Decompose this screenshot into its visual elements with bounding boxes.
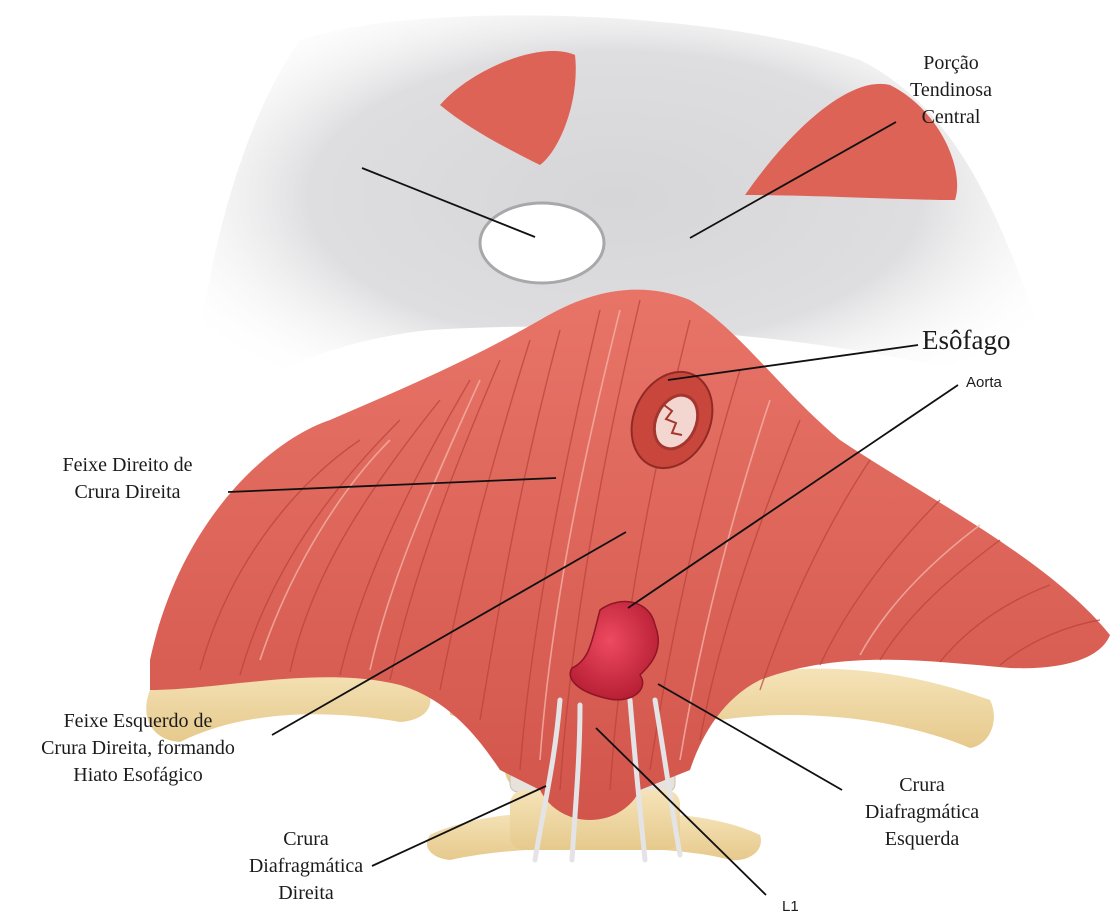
label-feixe-esquerdo: Feixe Esquerdo de Crura Direita, formand… — [2, 708, 274, 789]
label-crura-esquerda-line1: Crura — [842, 772, 1002, 799]
caval-foramen — [480, 203, 604, 283]
label-crura-esquerda: Crura Diafragmática Esquerda — [842, 772, 1002, 853]
label-feixe-esquerdo-line2: Crura Direita, formando — [2, 735, 274, 762]
label-aorta: Aorta — [966, 374, 1002, 392]
label-feixe-direito-line1: Feixe Direito de — [30, 452, 225, 479]
label-feixe-direito: Feixe Direito de Crura Direita — [30, 452, 225, 506]
label-feixe-esquerdo-line3: Hiato Esofágico — [2, 762, 274, 789]
label-crura-direita-line3: Direita — [226, 880, 386, 907]
label-crura-esquerda-line2: Diafragmática — [842, 799, 1002, 826]
label-porcao-line2: Tendinosa — [898, 77, 1004, 104]
label-crura-direita-line2: Diafragmática — [226, 853, 386, 880]
label-l1-text: L1 — [782, 898, 799, 916]
label-crura-esquerda-line3: Esquerda — [842, 826, 1002, 853]
label-l1: L1 — [782, 898, 799, 916]
label-porcao-line1: Porção — [898, 50, 1004, 77]
label-porcao-tendinosa: Porção Tendinosa Central — [898, 50, 1004, 131]
label-esofago: Esôfago — [922, 324, 1010, 356]
label-crura-direita-line1: Crura — [226, 826, 386, 853]
label-aorta-text: Aorta — [966, 374, 1002, 392]
label-crura-direita: Crura Diafragmática Direita — [226, 826, 386, 907]
label-esofago-text: Esôfago — [922, 324, 1010, 356]
label-feixe-direito-line2: Crura Direita — [30, 479, 225, 506]
label-feixe-esquerdo-line1: Feixe Esquerdo de — [2, 708, 274, 735]
label-porcao-line3: Central — [898, 104, 1004, 131]
